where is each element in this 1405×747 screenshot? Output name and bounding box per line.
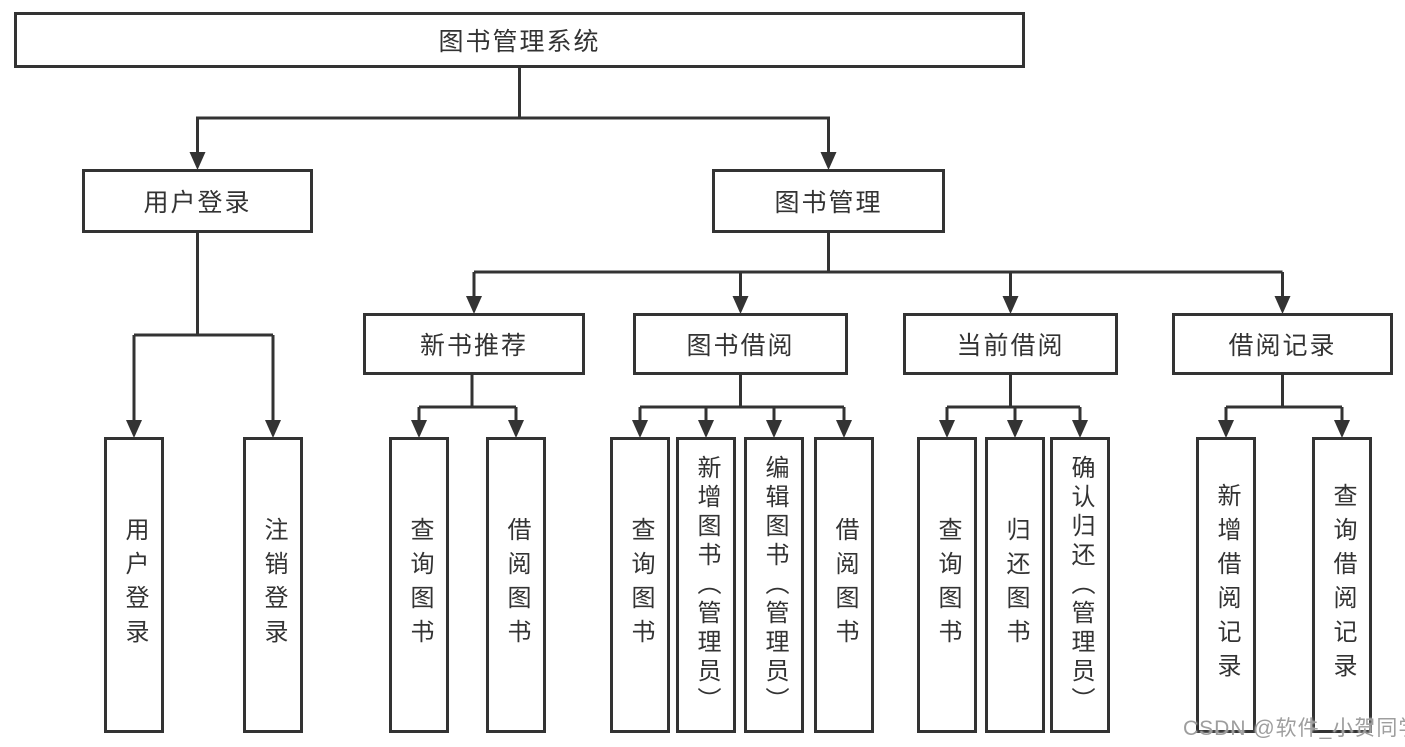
- leaf-add-books-admin: 新增图书（管理员）: [676, 437, 736, 733]
- node-new-book-recommend: 新书推荐: [363, 313, 585, 375]
- leaf-logout: 注销登录: [243, 437, 303, 733]
- leaf-label: 用户登录: [121, 517, 148, 653]
- node-root: 图书管理系统: [14, 12, 1025, 68]
- leaf-label: 借阅图书: [503, 517, 530, 653]
- node-label: 图书借阅: [686, 332, 795, 360]
- arrowheads: [126, 152, 1350, 438]
- leaf-edit-books-admin: 编辑图书（管理员）: [744, 437, 804, 733]
- node-book-borrowing: 图书借阅: [633, 313, 848, 375]
- connector-user-login-children: [132, 233, 275, 421]
- leaf-query-books-borrow: 查询图书: [610, 437, 670, 733]
- leaf-borrow-books-newbook: 借阅图书: [486, 437, 546, 733]
- node-borrow-records: 借阅记录: [1172, 313, 1393, 375]
- node-label: 借阅记录: [1228, 332, 1337, 360]
- leaf-query-books-current: 查询图书: [917, 437, 977, 733]
- leaf-confirm-return-admin: 确认归还（管理员）: [1050, 437, 1110, 733]
- leaf-label: 新增借阅记录: [1213, 483, 1240, 687]
- connector-newbook-children: [417, 375, 518, 421]
- watermark: CSDN @软件_小贺同学: [1183, 717, 1405, 740]
- leaf-return-books: 归还图书: [985, 437, 1045, 733]
- leaf-label: 查询图书: [406, 517, 433, 653]
- connector-current-children: [945, 375, 1082, 421]
- leaf-add-borrow-record: 新增借阅记录: [1196, 437, 1256, 733]
- node-label: 用户登录: [143, 189, 252, 217]
- node-label: 新书推荐: [419, 332, 528, 360]
- leaf-label: 编辑图书（管理员）: [761, 454, 788, 716]
- connector-root-to-level2: [196, 68, 830, 153]
- leaf-borrow-books-borrow: 借阅图书: [814, 437, 874, 733]
- connector-book-management-children: [472, 233, 1284, 297]
- leaf-label: 查询图书: [934, 517, 961, 653]
- leaf-query-borrow-record: 查询借阅记录: [1312, 437, 1372, 733]
- connector-borrowing-children: [638, 375, 846, 421]
- leaf-label: 归还图书: [1002, 517, 1029, 653]
- node-book-management: 图书管理: [712, 169, 945, 233]
- leaf-label: 新增图书（管理员）: [693, 454, 720, 716]
- leaf-user-login: 用户登录: [104, 437, 164, 733]
- leaf-label: 确认归还（管理员）: [1067, 454, 1094, 716]
- leaf-label: 查询借阅记录: [1329, 483, 1356, 687]
- leaf-label: 查询图书: [627, 517, 654, 653]
- node-user-login: 用户登录: [82, 169, 313, 233]
- node-label: 当前借阅: [956, 332, 1065, 360]
- node-label: 图书管理系统: [438, 28, 601, 56]
- node-label: 图书管理: [774, 189, 883, 217]
- leaf-label: 借阅图书: [831, 517, 858, 653]
- node-current-borrowing: 当前借阅: [903, 313, 1118, 375]
- leaf-label: 注销登录: [260, 517, 287, 653]
- connector-records-children: [1224, 375, 1344, 421]
- leaf-query-books-newbook: 查询图书: [389, 437, 449, 733]
